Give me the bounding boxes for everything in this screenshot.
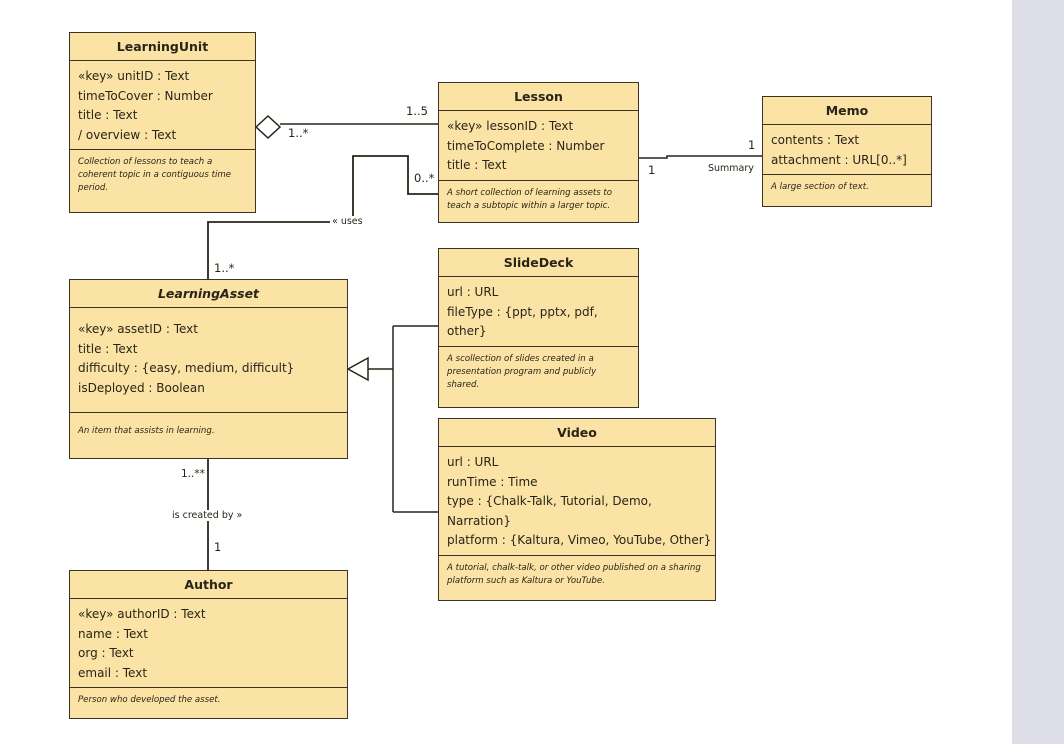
attribute: difficulty : {easy, medium, difficult} <box>78 361 295 375</box>
attribute: platform : {Kaltura, Vimeo, YouTube, Oth… <box>447 533 712 547</box>
class-name: LearningAsset <box>70 280 347 308</box>
attribute: title : Text <box>447 158 507 172</box>
attribute: timeToComplete : Number <box>447 138 605 153</box>
attribute: url : URL <box>447 455 499 469</box>
attribute-list: «key» lessonID : Text timeToComplete : N… <box>439 111 638 181</box>
association-label-created-by: is created by » <box>170 510 245 521</box>
class-lesson[interactable]: Lesson «key» lessonID : Text timeToCompl… <box>438 82 639 223</box>
attribute: type : {Chalk-Talk, Tutorial, Demo, <box>447 494 652 508</box>
multiplicity-uses-lesson-end: 0..* <box>414 171 435 185</box>
attribute-list: contents : Text attachment : URL[0..*] <box>763 125 931 175</box>
attribute: attachment : URL[0..*] <box>771 152 907 167</box>
attribute: other} <box>447 324 487 338</box>
association-label-uses: « uses <box>330 216 365 227</box>
attribute: fileType : {ppt, pptx, pdf, <box>447 304 598 319</box>
class-slide-deck[interactable]: SlideDeck url : URL fileType : {ppt, ppt… <box>438 248 639 408</box>
attribute: runTime : Time <box>447 474 538 489</box>
multiplicity-created-by-author-end: 1 <box>214 540 222 554</box>
class-name: Lesson <box>439 83 638 111</box>
class-memo[interactable]: Memo contents : Text attachment : URL[0.… <box>762 96 932 207</box>
generalization-arrowhead <box>346 356 369 382</box>
attribute-list: «key» assetID : Text title : Text diffic… <box>70 308 347 413</box>
attribute: email : Text <box>78 665 148 680</box>
attribute-list: url : URL runTime : Time type : {Chalk-T… <box>439 447 715 556</box>
diagram-canvas: LearningUnit «key» unitID : Text timeToC… <box>69 32 932 719</box>
side-panel <box>1012 0 1064 744</box>
class-note: Person who developed the asset. <box>78 695 221 705</box>
class-learning-unit[interactable]: LearningUnit «key» unitID : Text timeToC… <box>69 32 256 213</box>
class-video[interactable]: Video url : URL runTime : Time type : {C… <box>438 418 716 601</box>
attribute: «key» lessonID : Text <box>447 119 574 133</box>
attribute: url : URL <box>447 285 499 299</box>
attribute: «key» assetID : Text <box>78 322 198 336</box>
class-name: Memo <box>763 97 931 125</box>
attribute: title : Text <box>78 341 138 356</box>
attribute: title : Text <box>78 108 138 122</box>
class-note: An item that assists in learning. <box>78 426 215 436</box>
attribute: «key» unitID : Text <box>78 69 190 83</box>
class-name: LearningUnit <box>70 33 255 61</box>
attribute: timeToCover : Number <box>78 88 213 103</box>
association-line-lesson-memo <box>639 155 762 159</box>
attribute: org : Text <box>78 646 134 660</box>
attribute: «key» authorID : Text <box>78 607 206 621</box>
class-author[interactable]: Author «key» authorID : Text name : Text… <box>69 570 348 719</box>
attribute: contents : Text <box>771 133 860 147</box>
class-note: A short collection of learning assets to… <box>447 187 613 211</box>
role-label-summary: Summary <box>708 163 754 174</box>
multiplicity-unit-end: 1..* <box>288 126 309 140</box>
class-name: Author <box>70 571 347 599</box>
attribute: isDeployed : Boolean <box>78 380 205 395</box>
attribute: Narration} <box>447 513 511 528</box>
generalization-line <box>368 325 438 513</box>
multiplicity-created-by-asset-end: 1..** <box>181 468 205 480</box>
attribute-list: «key» authorID : Text name : Text org : … <box>70 599 347 688</box>
class-learning-asset[interactable]: LearningAsset «key» assetID : Text title… <box>69 279 348 459</box>
multiplicity-lesson-memo-memo-end: 1 <box>748 138 756 152</box>
class-note: A scollection of slides created in a pre… <box>447 353 597 390</box>
association-line-uses <box>207 155 438 279</box>
attribute: / overview : Text <box>78 127 177 142</box>
multiplicity-uses-asset-end: 1..* <box>214 261 235 275</box>
class-note: Collection of lessons to teach a coheren… <box>78 157 231 193</box>
class-name: SlideDeck <box>439 249 638 277</box>
multiplicity-lesson-end: 1..5 <box>406 104 428 118</box>
class-note: A large section of text. <box>771 182 869 192</box>
multiplicity-lesson-memo-lesson-end: 1 <box>648 163 656 177</box>
attribute-list: url : URL fileType : {ppt, pptx, pdf, ot… <box>439 277 638 347</box>
aggregation-diamond <box>254 114 282 140</box>
attribute: name : Text <box>78 626 148 641</box>
attribute-list: «key» unitID : Text timeToCover : Number… <box>70 61 255 150</box>
class-name: Video <box>439 419 715 447</box>
class-note: A tutorial, chalk-talk, or other video p… <box>447 562 701 586</box>
